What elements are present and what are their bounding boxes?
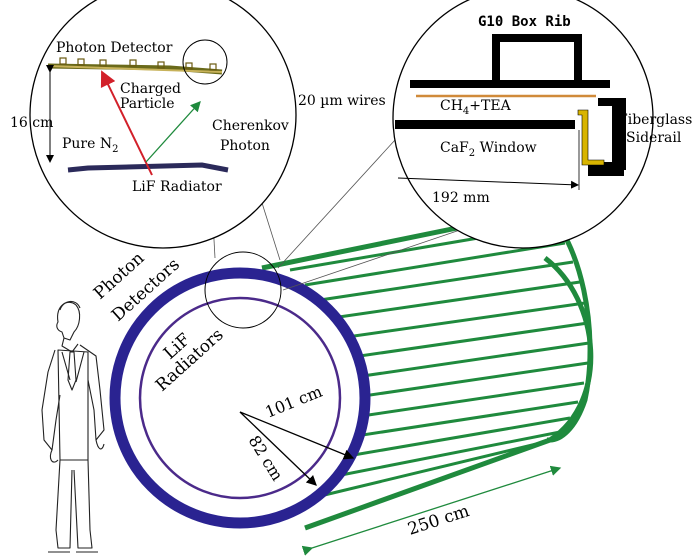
- zoom-connector-right: [277, 139, 396, 269]
- width-label: 192 mm: [432, 190, 490, 206]
- charged-label-line2: Particle: [120, 96, 175, 112]
- zoom-circle-main: [204, 251, 282, 329]
- fiberglass-label: Fiberglass: [618, 112, 692, 128]
- caf2-window-label: CaF2 Window: [440, 140, 537, 159]
- height-label: 16 cm: [10, 115, 53, 131]
- lif-radiators-ring: [138, 296, 342, 500]
- pure-n2-label: Pure N2: [62, 136, 119, 155]
- person-figure: [41, 300, 105, 553]
- lif-radiator-label: LiF Radiator: [132, 179, 222, 195]
- g10-box-rib-base: [410, 80, 610, 88]
- photon-detectors-ring: [109, 267, 371, 529]
- siderail-label: Siderail: [626, 130, 682, 146]
- g10-box-rib-label: G10 Box Rib: [478, 14, 571, 30]
- outer-radius-arrow: [239, 411, 355, 460]
- left-inset-zoom-circle: [182, 39, 228, 85]
- siderail-bottom: [588, 162, 624, 176]
- caf2-window-bar: [395, 120, 575, 129]
- right-inset: G10 Box Rib 20 µm wires CH4+TEA CaF2 Win…: [298, 0, 692, 249]
- left-inset: Photon Detector Charged Particle 16 cm P…: [10, 0, 297, 249]
- charged-label-line1: Charged: [120, 81, 181, 97]
- ch4-tea-label: CH4+TEA: [440, 98, 512, 117]
- zoom-connector-right-2: [282, 229, 461, 291]
- cherenkov-photon-ray: [145, 101, 201, 163]
- cherenkov-label-line2: Photon: [220, 138, 270, 154]
- wires-label: 20 µm wires: [298, 93, 386, 109]
- fiberglass-siderail: [598, 98, 626, 170]
- lif-radiator-bar: [67, 162, 229, 173]
- left-inset-circle: [29, 0, 297, 249]
- yellow-clip: [577, 109, 605, 166]
- length-arrow: [301, 465, 562, 556]
- detector-pads: [59, 57, 217, 71]
- width-arrow: [397, 177, 579, 189]
- photon-detector-label: Photon Detector: [56, 40, 173, 56]
- cherenkov-label-line1: Cherenkov: [212, 118, 289, 134]
- cylinder: [109, 207, 594, 556]
- charged-particle-track: [100, 70, 153, 176]
